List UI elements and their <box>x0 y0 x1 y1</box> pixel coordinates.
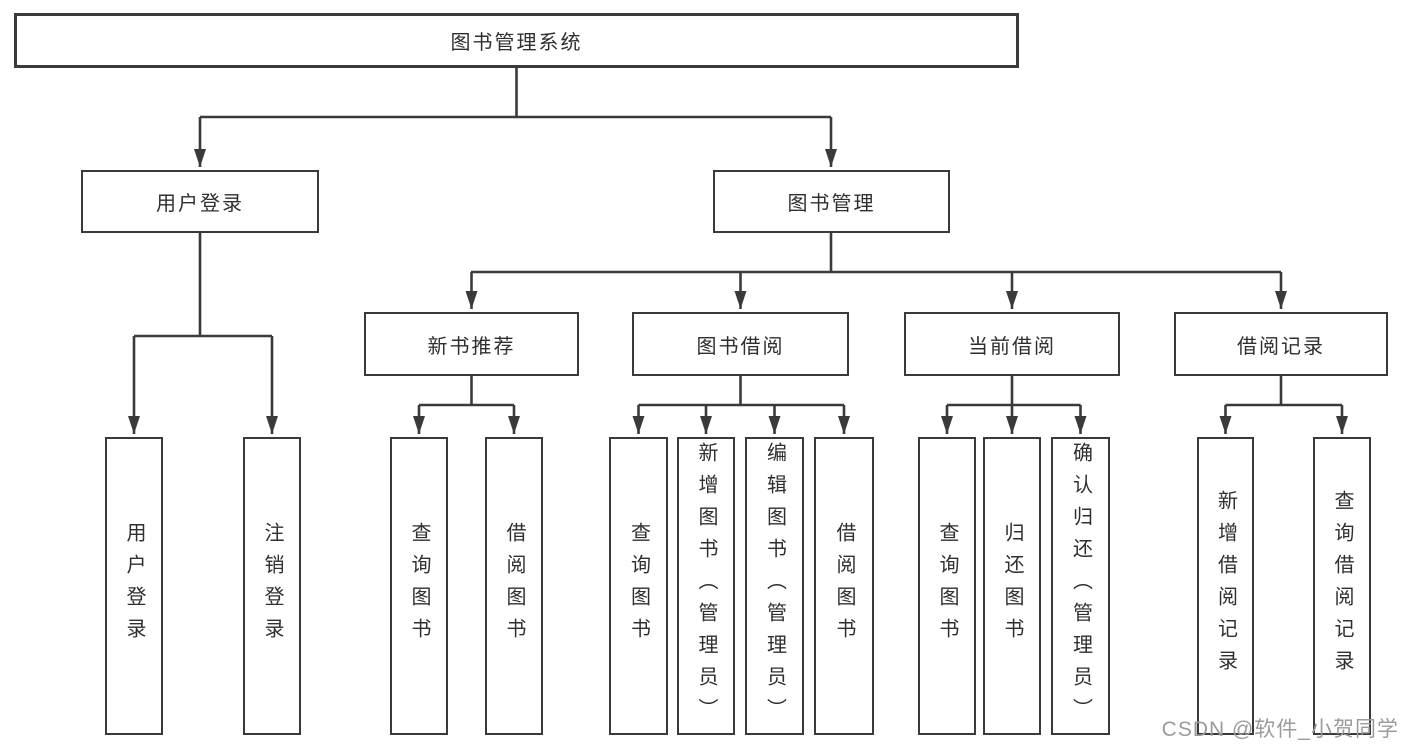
leaf-label: 查询图书 <box>408 522 430 650</box>
leaf-user-login: 用户登录 <box>105 437 163 735</box>
leaf-label: 编辑图书（管理员） <box>763 442 786 730</box>
leaf-logout: 注销登录 <box>243 437 301 735</box>
leaf-edit-books-admin: 编辑图书（管理员） <box>745 437 804 735</box>
leaf-label: 确认归还（管理员） <box>1069 442 1092 730</box>
leaf-label: 新增图书（管理员） <box>695 442 717 730</box>
leaf-borrow-books-recommend: 借阅图书 <box>485 437 543 735</box>
leaf-label: 新增借阅记录 <box>1214 490 1237 682</box>
node-label: 新书推荐 <box>427 335 516 358</box>
leaf-confirm-return-admin: 确认归还（管理员） <box>1051 437 1110 735</box>
node-book-management: 图书管理 <box>713 170 950 233</box>
leaf-add-books-admin: 新增图书（管理员） <box>677 437 735 735</box>
leaf-query-books-recommend: 查询图书 <box>390 437 448 735</box>
leaf-label: 查询借阅记录 <box>1331 490 1353 682</box>
leaf-add-borrow-record: 新增借阅记录 <box>1197 437 1254 735</box>
node-user-login: 用户登录 <box>81 170 319 233</box>
leaf-label: 注销登录 <box>261 522 283 650</box>
node-root-library-system: 图书管理系统 <box>14 13 1019 68</box>
leaf-label: 查询图书 <box>936 522 958 650</box>
node-book-borrowing: 图书借阅 <box>632 312 849 376</box>
node-label: 图书管理 <box>787 193 876 215</box>
leaf-label: 用户登录 <box>123 522 145 650</box>
node-new-book-recommend: 新书推荐 <box>364 312 579 376</box>
leaf-label: 借阅图书 <box>833 522 855 650</box>
leaf-query-borrow-record: 查询借阅记录 <box>1313 437 1371 735</box>
node-label: 图书管理系统 <box>450 32 583 54</box>
node-label: 图书借阅 <box>696 335 785 358</box>
leaf-label: 借阅图书 <box>503 522 525 650</box>
leaf-return-books: 归还图书 <box>983 437 1041 735</box>
leaf-borrow-books: 借阅图书 <box>814 437 874 735</box>
node-label: 当前借阅 <box>968 335 1056 358</box>
node-borrowing-records: 借阅记录 <box>1174 312 1388 376</box>
leaf-label: 查询图书 <box>627 522 650 650</box>
csdn-watermark: CSDN @软件_小贺同学 <box>1161 718 1399 741</box>
leaf-query-books-borrow: 查询图书 <box>609 437 668 735</box>
leaf-query-books-current: 查询图书 <box>918 437 976 735</box>
leaf-label: 归还图书 <box>1001 522 1023 650</box>
node-label: 借阅记录 <box>1237 335 1325 358</box>
node-current-borrowing: 当前借阅 <box>904 312 1120 376</box>
node-label: 用户登录 <box>156 193 244 215</box>
